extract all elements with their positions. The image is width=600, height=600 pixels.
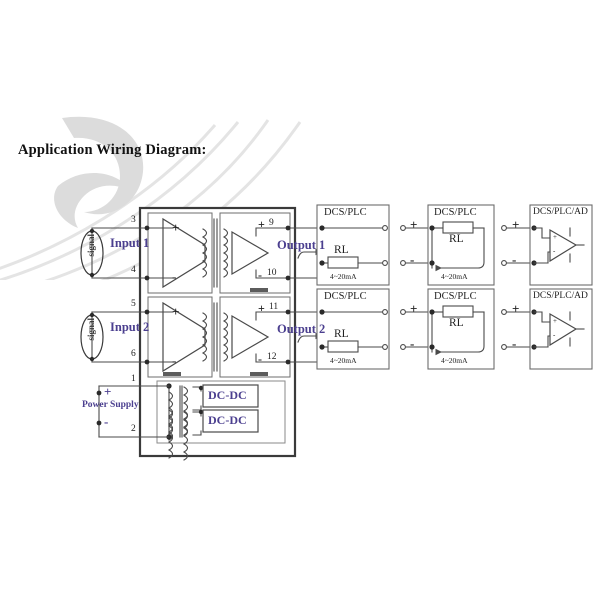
load-current-label-col2-row2: 4~20mA [441, 356, 468, 365]
load-minus-col2-row1: - [410, 252, 415, 267]
power-supply-label: Power Supply [82, 400, 139, 410]
load-plus-col3-row2: + [512, 301, 520, 316]
load-title-col2-row1: DCS/PLC [434, 207, 477, 218]
output-plus-ch2: + [258, 301, 265, 315]
output-label-ch1: Output 1 [277, 238, 326, 252]
load-title-col2-row2: DCS/PLC [434, 291, 477, 302]
output-minus-ch1: - [258, 268, 262, 282]
load-minus-col2-row2: - [410, 336, 415, 351]
load-minus-col3-row2: - [512, 336, 517, 351]
amp-minus-ch1: - [172, 269, 177, 284]
opamp-minus-col3-row1: - [553, 247, 556, 255]
dc-dc-converter-1: DC-DC [208, 388, 247, 402]
load-title-col3-row1: DCS/PLC/AD [533, 207, 588, 217]
amp-plus-ch2: + [172, 304, 180, 319]
output-plus-ch1: + [258, 217, 265, 231]
terminal-number-6: 6 [131, 349, 136, 359]
signal-source-label-ch1: signal [86, 234, 96, 257]
load-resistor-label-col2-row1: RL [449, 233, 464, 245]
terminal-number-3: 3 [131, 215, 136, 225]
load-title-col1-row2: DCS/PLC [324, 291, 367, 302]
load-plus-col2-row2: + [410, 301, 418, 316]
load-current-label-col2-row1: 4~20mA [441, 272, 468, 281]
load-plus-col2-row1: + [410, 217, 418, 232]
amp-plus-ch1: + [172, 220, 180, 235]
load-minus-col3-row1: - [512, 252, 517, 267]
output-minus-ch2: - [258, 352, 262, 366]
power-minus-symbol: - [104, 414, 109, 429]
opamp-minus-col3-row2: - [553, 331, 556, 339]
terminal-number-5: 5 [131, 299, 136, 309]
terminal-number-10: 10 [267, 268, 277, 278]
load-resistor-label-col2-row2: RL [449, 317, 464, 329]
signal-source-label-ch2: signal [86, 318, 96, 341]
input-label-ch1: Input 1 [110, 236, 150, 250]
terminal-number-11: 11 [269, 302, 279, 312]
opamp-plus-col3-row2: + [553, 317, 557, 325]
dc-dc-converter-2: DC-DC [208, 413, 247, 427]
terminal-number-1: 1 [131, 374, 136, 384]
terminal-number-4: 4 [131, 265, 136, 275]
power-plus-symbol: + [104, 384, 112, 399]
load-plus-col3-row1: + [512, 217, 520, 232]
load-resistor-label-col1-row2: RL [334, 328, 349, 340]
opamp-plus-col3-row1: + [553, 233, 557, 241]
terminal-number-2: 2 [131, 424, 136, 434]
terminal-number-9: 9 [269, 218, 274, 228]
load-resistor-label-col1-row1: RL [334, 244, 349, 256]
load-current-label-col1-row1: 4~20mA [330, 272, 357, 281]
input-label-ch2: Input 2 [110, 320, 150, 334]
load-current-label-col1-row2: 4~20mA [330, 356, 357, 365]
load-title-col1-row1: DCS/PLC [324, 207, 367, 218]
page-title: Application Wiring Diagram: [18, 142, 207, 158]
amp-minus-ch2: - [172, 353, 177, 368]
terminal-number-12: 12 [267, 352, 277, 362]
load-title-col3-row2: DCS/PLC/AD [533, 291, 588, 301]
output-label-ch2: Output 2 [277, 322, 326, 336]
